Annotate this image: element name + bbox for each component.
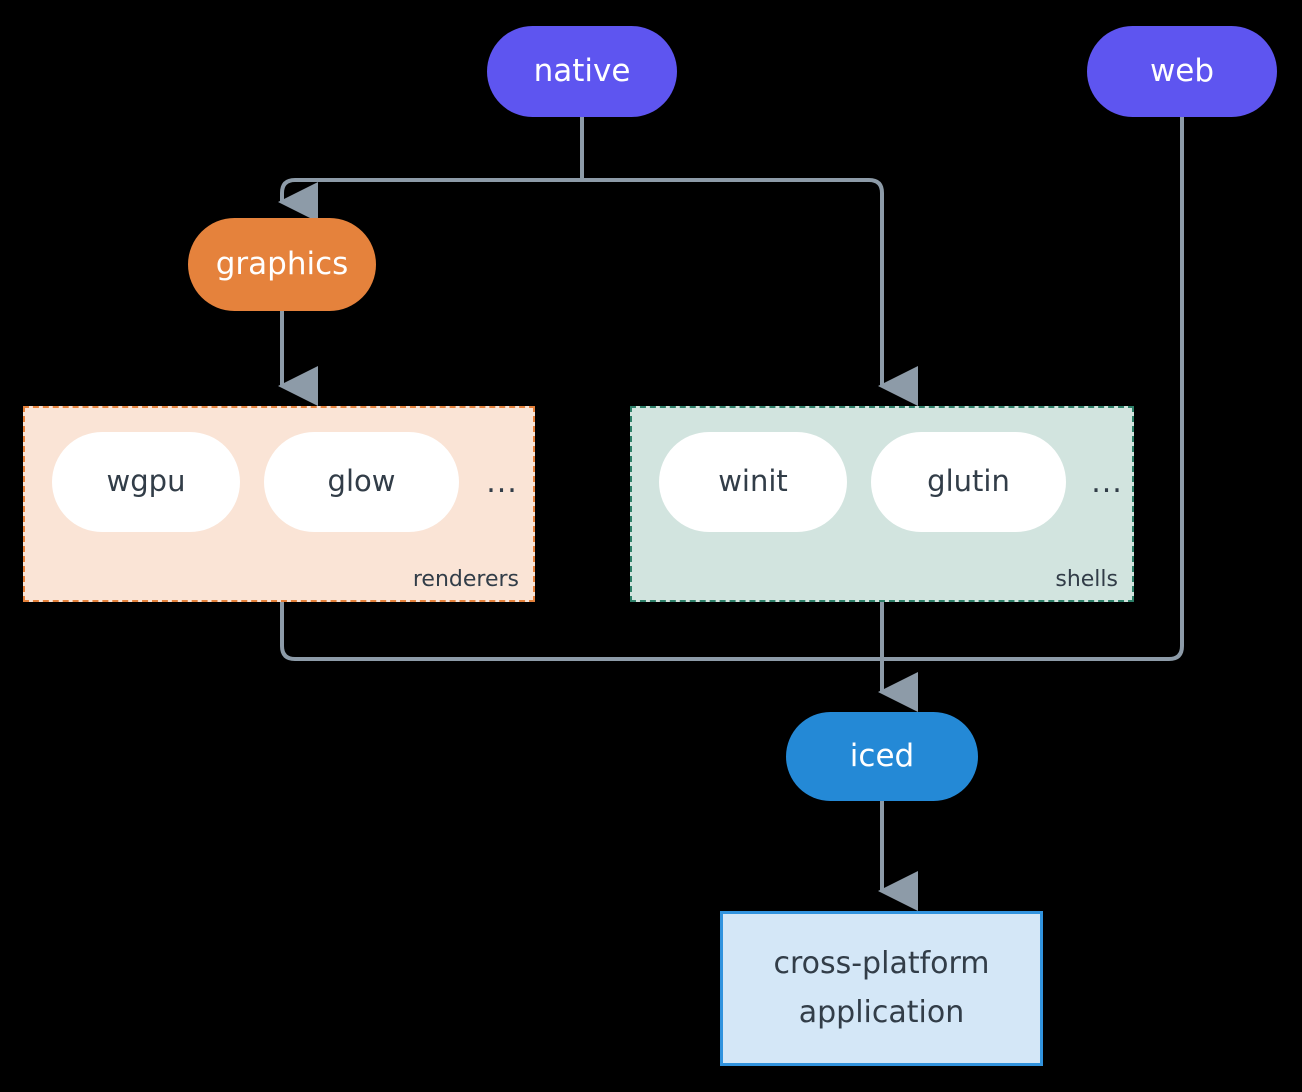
group-renderers: wgpu glow ... renderers	[23, 406, 535, 602]
node-graphics-label: graphics	[215, 245, 349, 282]
group-shells: winit glutin ... shells	[630, 406, 1134, 602]
node-native-label: native	[533, 52, 631, 89]
leaf-pill-glow-label: glow	[327, 464, 396, 499]
edge-native-to-graphics	[278, 178, 582, 222]
renderers-overflow-ellipsis: ...	[486, 464, 518, 500]
node-iced[interactable]: iced	[786, 712, 978, 801]
leaf-pill-wgpu[interactable]: wgpu	[52, 432, 240, 532]
group-renderers-label: renderers	[412, 567, 519, 592]
edge-renderers-to-bus	[280, 602, 882, 661]
leaf-pill-glutin-label: glutin	[927, 464, 1010, 499]
leaf-pill-winit-label: winit	[718, 464, 788, 499]
shells-overflow-ellipsis: ...	[1091, 464, 1123, 500]
leaf-pill-glow[interactable]: glow	[264, 432, 459, 532]
node-graphics[interactable]: graphics	[188, 218, 376, 311]
leaf-pill-winit[interactable]: winit	[659, 432, 847, 532]
leaf-pill-wgpu-label: wgpu	[106, 464, 186, 499]
node-application-line1: cross-platform	[773, 945, 990, 981]
leaf-pill-glutin[interactable]: glutin	[871, 432, 1066, 532]
edge-native-to-shells	[582, 178, 918, 406]
node-web[interactable]: web	[1087, 26, 1277, 117]
node-native[interactable]: native	[487, 26, 677, 117]
node-iced-label: iced	[849, 737, 915, 774]
group-shells-label: shells	[1055, 567, 1118, 592]
node-web-label: web	[1149, 52, 1215, 89]
node-application-line2: application	[798, 994, 965, 1030]
node-application[interactable]: cross-platform application	[720, 911, 1043, 1066]
